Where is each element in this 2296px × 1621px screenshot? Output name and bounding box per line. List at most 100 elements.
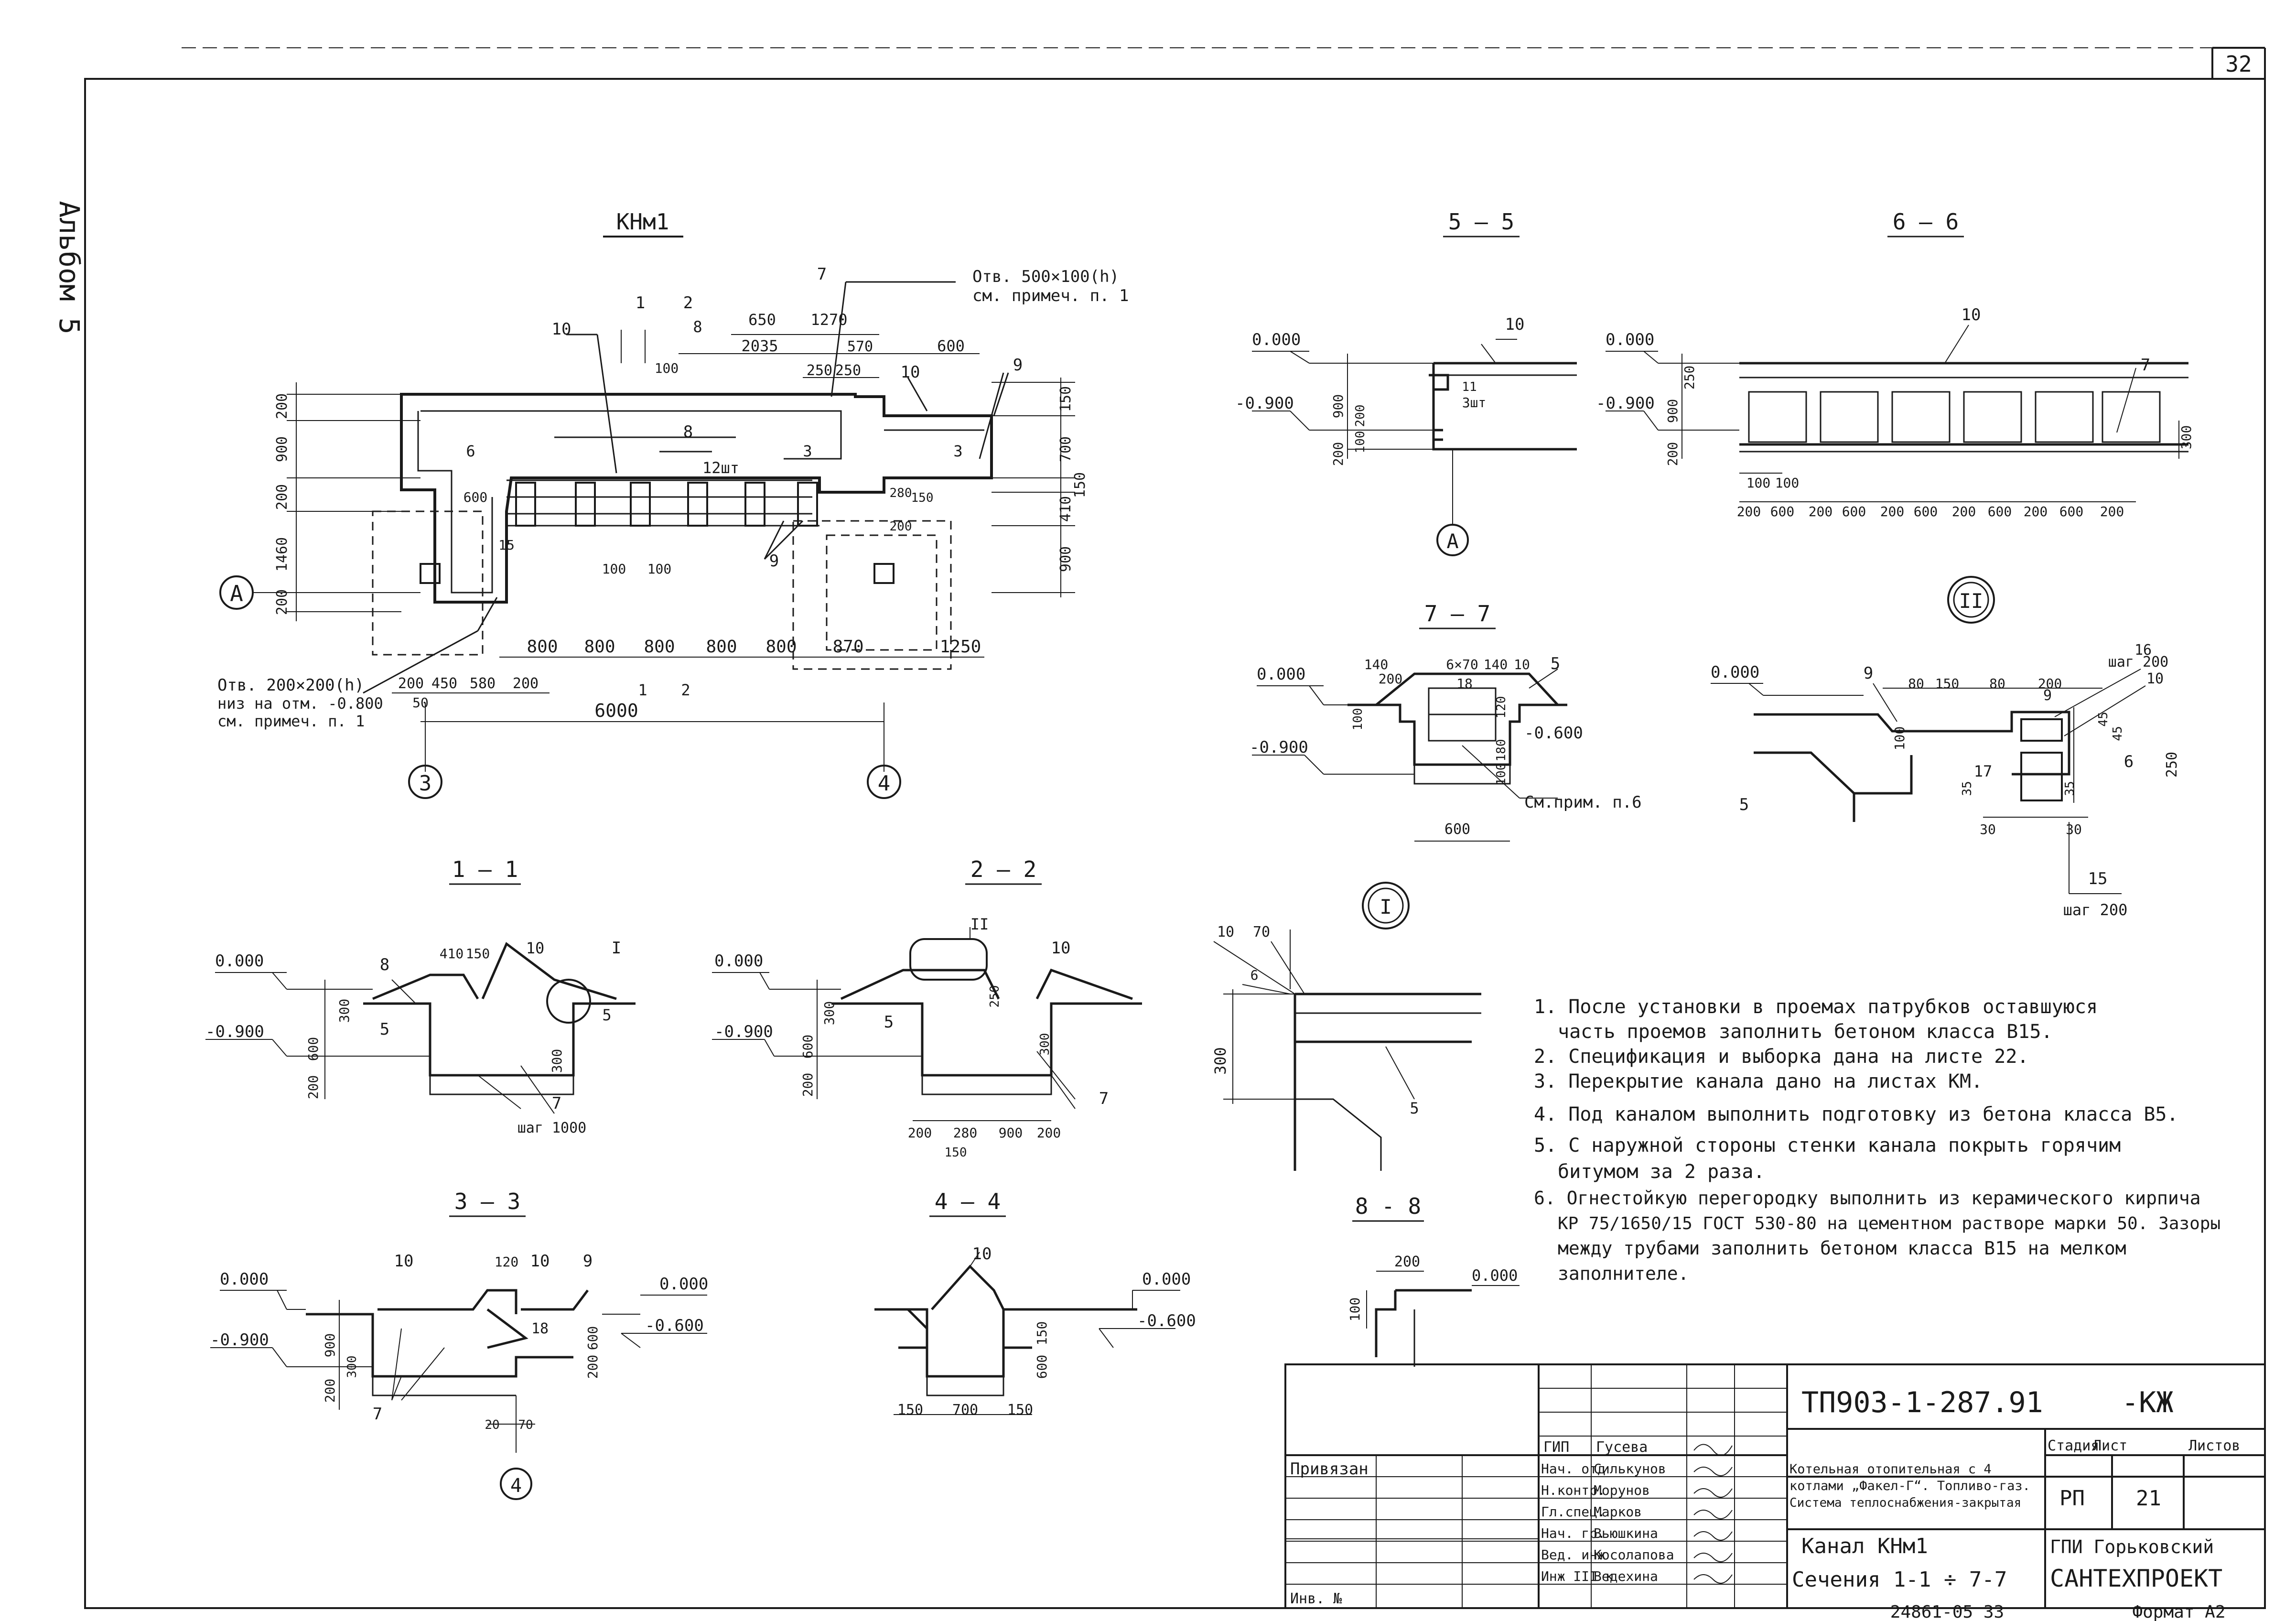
- svg-text:6: 6: [2124, 752, 2134, 771]
- svg-text:7: 7: [552, 1094, 561, 1113]
- document-code: ТП903-1-287.91: [1801, 1386, 2043, 1419]
- note-line-4: 3. Перекрытие канала дано на листах КМ.: [1534, 1070, 1983, 1092]
- svg-text:900: 900: [1057, 546, 1074, 572]
- svg-text:200: 200: [800, 1073, 816, 1097]
- inventory-number: 24861-05 33: [1890, 1602, 2004, 1621]
- svg-text:3: 3: [953, 442, 962, 460]
- svg-text:300: 300: [821, 1001, 837, 1026]
- svg-text:I: I: [612, 939, 621, 958]
- svg-text:9: 9: [1013, 356, 1023, 375]
- axis-a-bubble: [219, 575, 254, 610]
- section-8-8-title: 8 - 8: [1355, 1193, 1421, 1219]
- svg-text:-0.600: -0.600: [645, 1316, 704, 1335]
- svg-text:Гусева: Гусева: [1596, 1439, 1648, 1456]
- svg-text:30: 30: [1980, 821, 1996, 837]
- svg-text:5: 5: [1551, 654, 1560, 673]
- section-8-8: 8 - 8 0.000 200 100: [1347, 1193, 1520, 1367]
- svg-text:4: 4: [510, 1475, 522, 1497]
- svg-text:-0.900: -0.900: [714, 1022, 773, 1041]
- svg-text:10: 10: [1514, 657, 1530, 672]
- section-3-3-title: 3 — 3: [454, 1189, 520, 1214]
- note-line-1: 1. После установки в проемах патрубков о…: [1534, 996, 2098, 1018]
- svg-text:6: 6: [466, 442, 475, 460]
- note-line-9: КР 75/1650/15 ГОСТ 530-80 на цементном р…: [1558, 1214, 2221, 1233]
- svg-text:100: 100: [647, 561, 672, 577]
- svg-text:-0.900: -0.900: [210, 1330, 269, 1350]
- svg-text:870: 870: [832, 637, 863, 657]
- svg-text:800: 800: [527, 637, 558, 657]
- svg-text:8: 8: [693, 318, 702, 336]
- document-mark: -КЖ: [2122, 1386, 2173, 1419]
- plan-title: КНм1: [616, 209, 669, 235]
- svg-text:650: 650: [748, 311, 776, 329]
- project-line-2: котлами „Факел-Г“. Топливо-газ.: [1789, 1479, 2030, 1493]
- plan-section-marks: 1 2 8 7 6 3 3 1 2: [466, 265, 962, 699]
- plan-opening-top-2: см. примеч. п. 1: [972, 286, 1129, 305]
- node-i-title: I: [1380, 895, 1391, 919]
- section-7-7: 7 — 7 0.000 -0.900 -0.600 140 6×70 140 2…: [1250, 601, 1642, 842]
- svg-text:Силькунов: Силькунов: [1594, 1461, 1666, 1477]
- section-7-7-title: 7 — 7: [1424, 601, 1490, 627]
- svg-text:150: 150: [466, 946, 490, 962]
- plan-left-dims: 200 900 200 1460 200: [274, 393, 291, 615]
- svg-text:35: 35: [2063, 781, 2077, 796]
- svg-text:шаг 1000: шаг 1000: [517, 1120, 587, 1136]
- svg-text:Инж III к: Инж III к: [1541, 1568, 1614, 1584]
- svg-text:200: 200: [890, 519, 912, 534]
- section-2-2-title: 2 — 2: [970, 856, 1036, 882]
- svg-text:600: 600: [1770, 504, 1795, 519]
- svg-text:600: 600: [937, 337, 965, 355]
- svg-text:200: 200: [1809, 504, 1833, 519]
- svg-text:200: 200: [2100, 504, 2124, 519]
- svg-text:150: 150: [897, 1402, 923, 1418]
- svg-text:35: 35: [1960, 781, 1974, 796]
- svg-text:10: 10: [972, 1244, 992, 1264]
- note-line-5: 4. Под каналом выполнить подготовку из б…: [1534, 1103, 2178, 1125]
- svg-text:18: 18: [531, 1320, 549, 1337]
- svg-text:280: 280: [890, 486, 912, 500]
- svg-text:200: 200: [2024, 504, 2048, 519]
- svg-text:570: 570: [847, 338, 873, 355]
- svg-text:70: 70: [518, 1418, 533, 1432]
- plan-opening-bottom-3: см. примеч. п. 1: [217, 712, 365, 730]
- svg-text:0.000: 0.000: [1711, 663, 1759, 682]
- svg-text:200: 200: [274, 393, 291, 419]
- svg-text:ГИП: ГИП: [1543, 1439, 1569, 1456]
- svg-text:600: 600: [800, 1035, 816, 1059]
- svg-text:150: 150: [1072, 472, 1089, 498]
- svg-text:600: 600: [305, 1037, 321, 1061]
- svg-text:0.000: 0.000: [1252, 330, 1301, 349]
- svg-text:7: 7: [2141, 356, 2150, 375]
- svg-text:-0.600: -0.600: [1524, 724, 1583, 743]
- svg-text:8: 8: [683, 422, 693, 442]
- svg-text:100: 100: [1494, 763, 1509, 786]
- section-6-6: 6 — 6 0.000 -: [1596, 209, 2194, 519]
- section-6-6-title: 6 — 6: [1893, 209, 1959, 235]
- svg-text:0.000: 0.000: [659, 1275, 708, 1294]
- svg-text:200: 200: [1379, 671, 1403, 687]
- project-line-3: Система теплоснабжения-закрытая: [1789, 1496, 2021, 1510]
- svg-text:900: 900: [322, 1333, 338, 1358]
- svg-text:100: 100: [1892, 726, 1908, 751]
- svg-text:100: 100: [1351, 708, 1365, 731]
- stage-value: РП: [2059, 1486, 2085, 1511]
- svg-text:300: 300: [2178, 425, 2194, 450]
- section-4-4-title: 4 — 4: [935, 1189, 1001, 1214]
- signatures: [1693, 1444, 1733, 1584]
- note-line-2: часть проемов заполнить бетоном класса В…: [1558, 1021, 2053, 1043]
- svg-text:18: 18: [1456, 676, 1473, 692]
- section-2-2: 2 — 2 0.000 -0.900 300 600 200 250: [712, 856, 1142, 1160]
- node-i: I 10 70 6 300 5: [1211, 882, 1481, 1171]
- svg-text:7: 7: [373, 1405, 382, 1424]
- note-line-11: заполнителе.: [1558, 1263, 1689, 1284]
- section-3-3: 3 — 3 0.000 -0.900: [210, 1189, 708, 1500]
- svg-text:600: 600: [1914, 504, 1938, 519]
- svg-text:10: 10: [1051, 939, 1071, 958]
- plan-pits: [372, 510, 952, 670]
- svg-text:0.000: 0.000: [1257, 665, 1305, 684]
- svg-text:Н.контр.: Н.контр.: [1541, 1482, 1606, 1498]
- org-line-2: САНТЕХПРОЕКТ: [2050, 1565, 2222, 1592]
- svg-text:100: 100: [1775, 475, 1800, 491]
- sheet-value: 21: [2136, 1486, 2161, 1511]
- svg-text:-0.900: -0.900: [1250, 738, 1308, 757]
